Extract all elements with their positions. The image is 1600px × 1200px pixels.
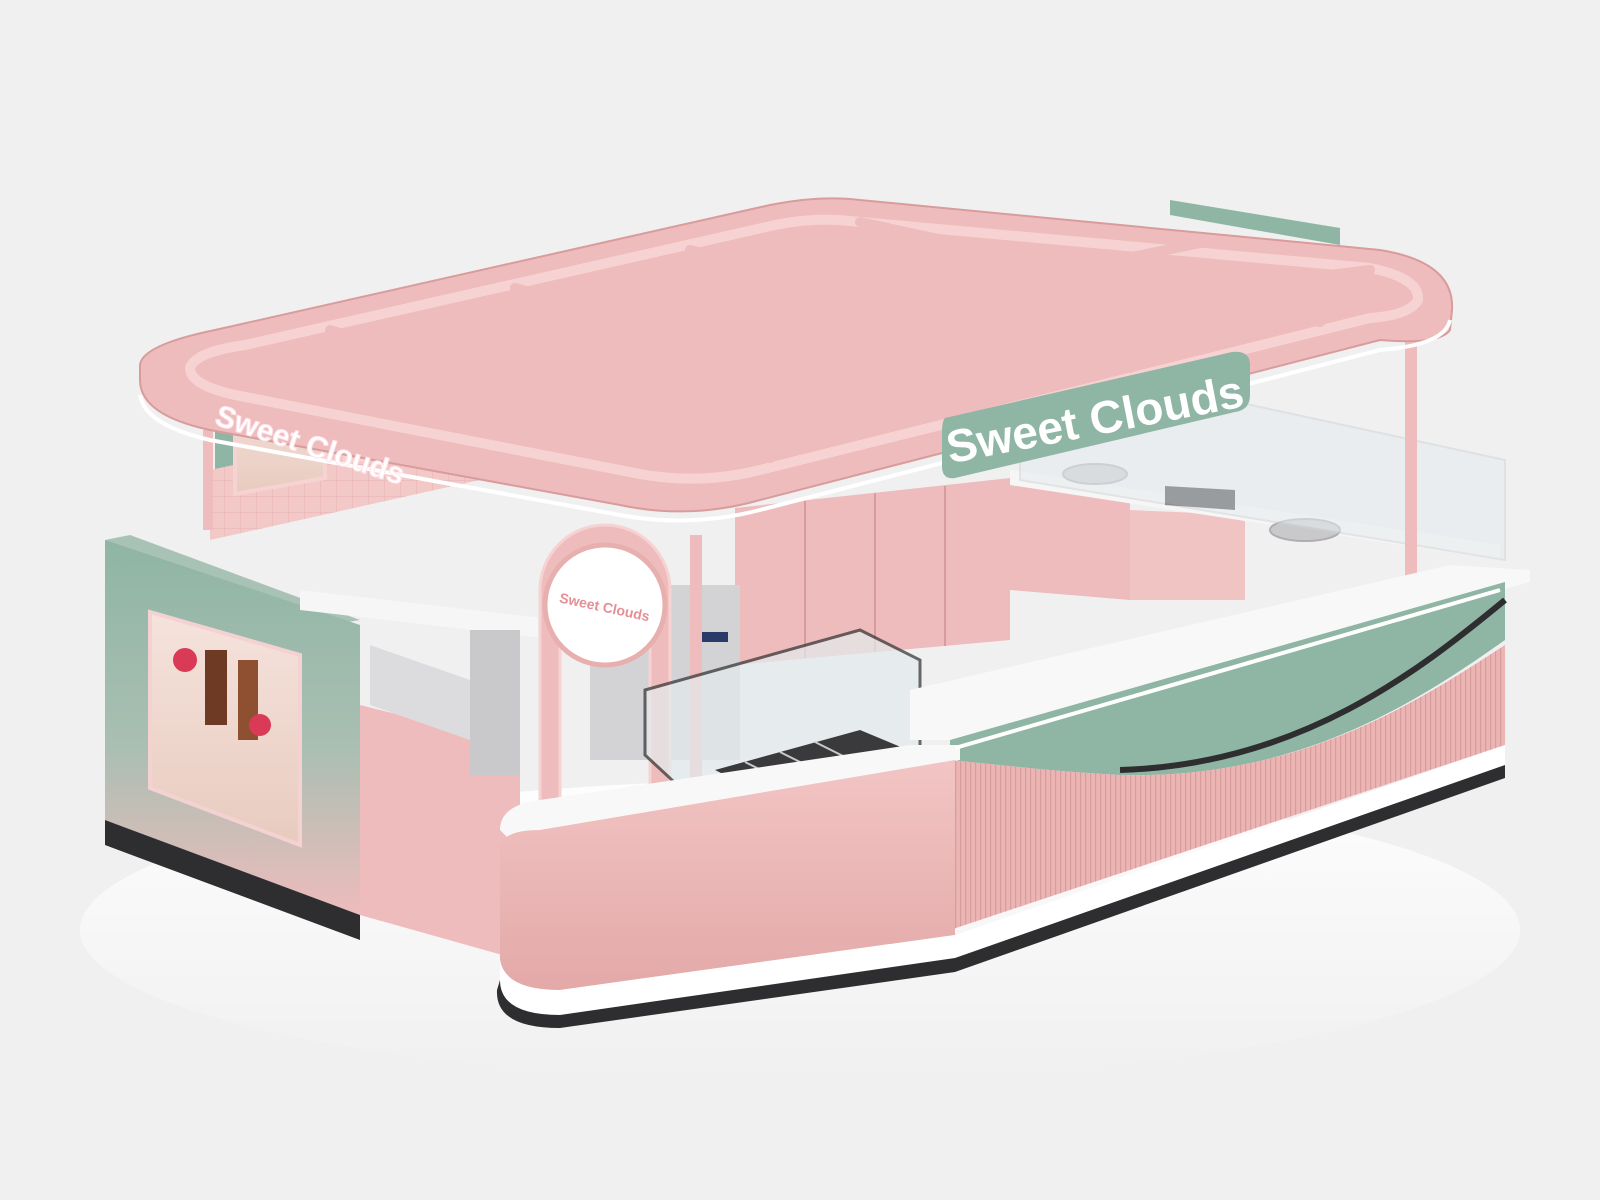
left-panel-base bbox=[105, 820, 360, 940]
wave-edge bbox=[1119, 597, 1507, 773]
front-counter-top bbox=[910, 565, 1530, 740]
corner-counter-top bbox=[500, 745, 960, 850]
left-sink-area bbox=[370, 645, 470, 740]
fridge-display bbox=[700, 632, 728, 642]
roof-glow-line bbox=[138, 319, 1452, 523]
counter-base-glow bbox=[500, 745, 1505, 1015]
back-mint-sign bbox=[1170, 200, 1340, 245]
roof-post bbox=[203, 430, 213, 530]
counter-light-strip bbox=[954, 588, 1501, 750]
front-counter-ribbed bbox=[950, 645, 1505, 930]
left-counter-top bbox=[300, 590, 560, 640]
arch-logo-disc bbox=[542, 542, 668, 668]
under-counter-fridge bbox=[470, 630, 520, 775]
roof-grid-beams bbox=[325, 217, 1375, 463]
side-cabinet bbox=[1010, 478, 1130, 600]
corner-counter-front bbox=[500, 760, 955, 990]
back-cabinets bbox=[735, 478, 1010, 665]
side-cabinet-door bbox=[1130, 510, 1245, 600]
left-panel-top bbox=[105, 535, 360, 625]
roof-post bbox=[1405, 340, 1417, 600]
roof-inner-lip bbox=[184, 214, 1423, 484]
